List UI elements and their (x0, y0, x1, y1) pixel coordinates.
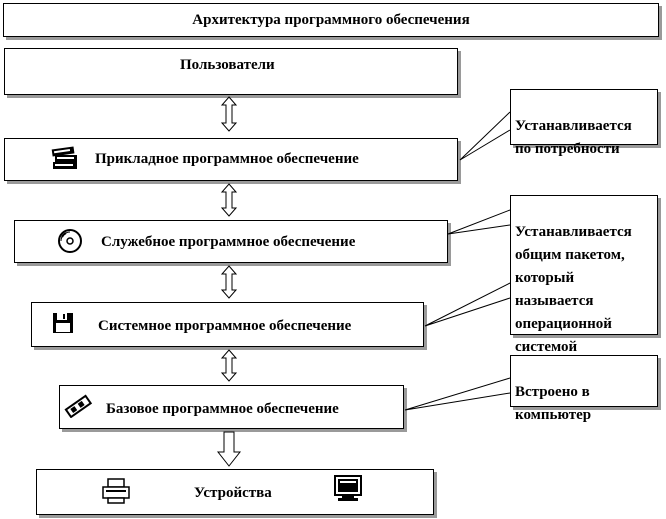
layer-service-label: Служебное программное обеспечение (101, 234, 356, 250)
pointer-service (447, 209, 511, 235)
layer-applied-label: Прикладное программное обеспечение (95, 151, 359, 167)
callout-os-text: Устанавливается общим пакетом, который н… (515, 224, 632, 355)
double-arrow-service-system (220, 265, 238, 299)
layer-system-label: Системное программное обеспечение (98, 318, 352, 334)
double-arrow-applied-service (220, 183, 238, 217)
pointer-base (404, 377, 511, 411)
callout-applied: Устанавливается по потребности (510, 89, 658, 157)
callout-base-text: Встроено в компьютер (515, 384, 592, 423)
double-arrow-users-applied (220, 96, 238, 132)
down-arrow-base-devices (216, 431, 242, 467)
double-arrow-system-base (220, 349, 238, 382)
monitor-icon (334, 475, 362, 501)
books-icon (51, 146, 77, 169)
disc-icon (58, 229, 82, 253)
chip-icon (64, 394, 93, 418)
floppy-disk-icon (53, 313, 73, 333)
layer-devices-label: Устройства (194, 485, 272, 501)
layer-users: Пользователи (4, 48, 458, 95)
printer-icon (102, 478, 130, 504)
callout-base: Встроено в компьютер (510, 355, 658, 423)
diagram-title-text: Архитектура программного обеспечения (192, 11, 470, 28)
layer-applied: Прикладное программное обеспечение (4, 138, 458, 181)
callout-applied-text: Устанавливается по потребности (515, 118, 632, 157)
layer-users-label: Пользователи (180, 57, 275, 73)
pointer-system (424, 282, 511, 327)
diagram-title: Архитектура программного обеспечения (3, 3, 659, 37)
pointer-applied (459, 111, 511, 161)
layer-devices: Устройства (36, 469, 434, 515)
layer-system: Системное программное обеспечение (31, 302, 424, 347)
callout-os: Устанавливается общим пакетом, который н… (510, 195, 658, 355)
layer-base: Базовое программное обеспечение (59, 385, 404, 429)
layer-service: Служебное программное обеспечение (14, 220, 448, 263)
layer-base-label: Базовое программное обеспечение (106, 401, 339, 417)
